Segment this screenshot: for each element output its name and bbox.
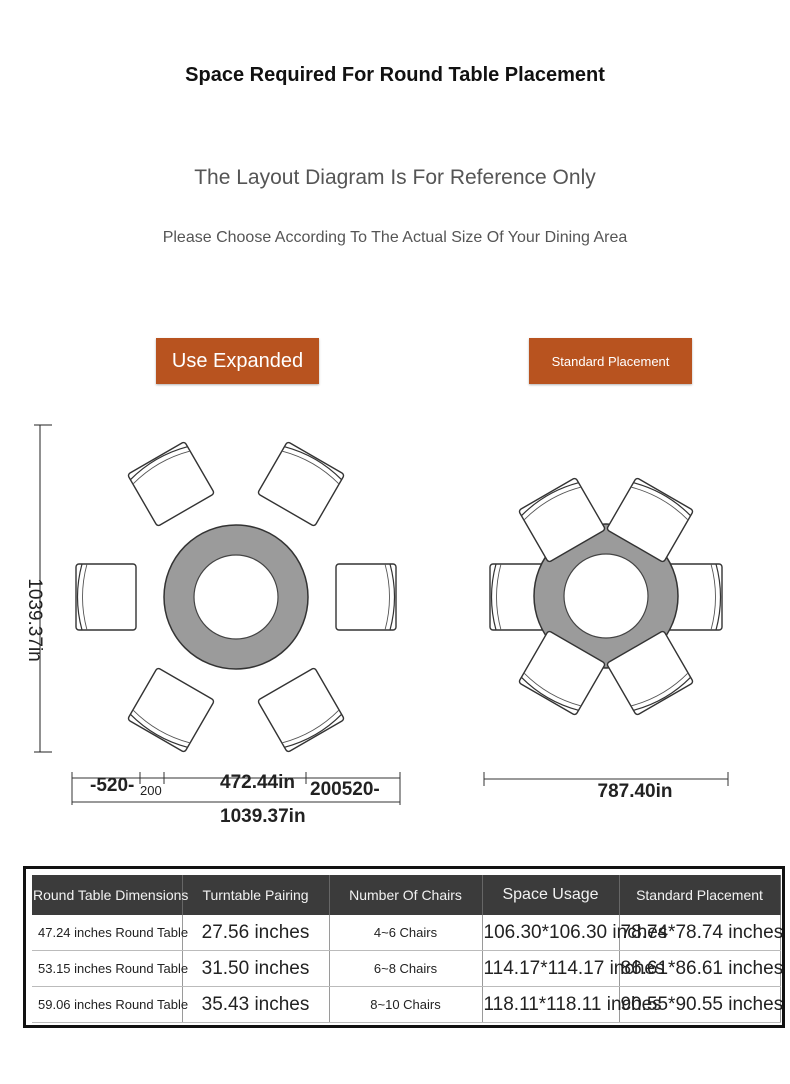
chair [126, 666, 216, 754]
turntable-cell: 35.43 inches [182, 986, 330, 1023]
column-header: Standard Placement [619, 875, 781, 915]
table-row: 53.15 inches Round Table 31.50 inches 6~… [32, 950, 783, 987]
total-width-label: 787.40in [598, 781, 673, 802]
chairs-cell: 6~8 Chairs [329, 950, 483, 987]
space-usage-cell: 118.11*118.11 inches [482, 986, 662, 1023]
reference-note: Please Choose According To The Actual Si… [162, 229, 628, 246]
standard-placement-cell: 86.61*86.61 inches [619, 950, 783, 987]
page-subtitle: The Layout Diagram Is For Reference Only [194, 166, 596, 189]
column-header: Turntable Pairing [182, 875, 330, 915]
standard-placement-cell: 78.74*78.74 inches [619, 915, 783, 951]
space-usage-cell: 106.30*106.30 inches [482, 915, 667, 951]
table-dimension-cell: 53.15 inches Round Table [32, 950, 188, 987]
dimension-label: -520- [90, 775, 134, 796]
table-diameter-label: 472.44in [220, 772, 295, 793]
standard-placement-badge: Standard Placement [529, 338, 692, 384]
dimension-table: Round Table Dimensions Turntable Pairing… [32, 875, 783, 1023]
chair [256, 666, 346, 754]
chairs-cell: 4~6 Chairs [329, 915, 483, 951]
chair [256, 440, 346, 528]
expanded-layout-diagram: 1039.37in -520- 200 472.44in 200520- 103… [24, 424, 401, 827]
turntable [193, 554, 279, 640]
chair [75, 563, 137, 631]
table-dimension-cell: 47.24 inches Round Table [32, 915, 188, 951]
column-header: Round Table Dimensions [32, 875, 188, 915]
column-header: Number Of Chairs [329, 875, 483, 915]
chairs-cell: 8~10 Chairs [329, 986, 483, 1023]
use-expanded-badge: Use Expanded [156, 338, 319, 384]
dimension-label: 200520- [310, 779, 380, 800]
standard-layout-diagram: 787.40in [483, 476, 729, 802]
turntable-cell: 27.56 inches [182, 915, 330, 951]
space-usage-cell: 114.17*114.17 inches [482, 950, 665, 987]
table-dimension-cell: 59.06 inches Round Table [32, 986, 188, 1023]
dimension-label: 200 [140, 783, 162, 798]
chair [335, 563, 397, 631]
page-title: Space Required For Round Table Placement [185, 64, 605, 86]
table-header-row: Round Table Dimensions Turntable Pairing… [32, 875, 781, 915]
turntable-cell: 31.50 inches [182, 950, 330, 987]
standard-placement-cell: 90.55*90.55 inches [619, 986, 783, 1023]
height-dimension-label: 1039.37in [24, 578, 45, 661]
table-row: 59.06 inches Round Table 35.43 inches 8~… [32, 986, 783, 1023]
column-header: Space Usage [482, 875, 620, 915]
table-row: 47.24 inches Round Table 27.56 inches 4~… [32, 915, 783, 951]
chair [126, 440, 216, 528]
total-width-label: 1039.37in [220, 806, 306, 827]
spec-table: Round Table Dimensions Turntable Pairing… [23, 866, 785, 1028]
turntable [563, 553, 649, 639]
